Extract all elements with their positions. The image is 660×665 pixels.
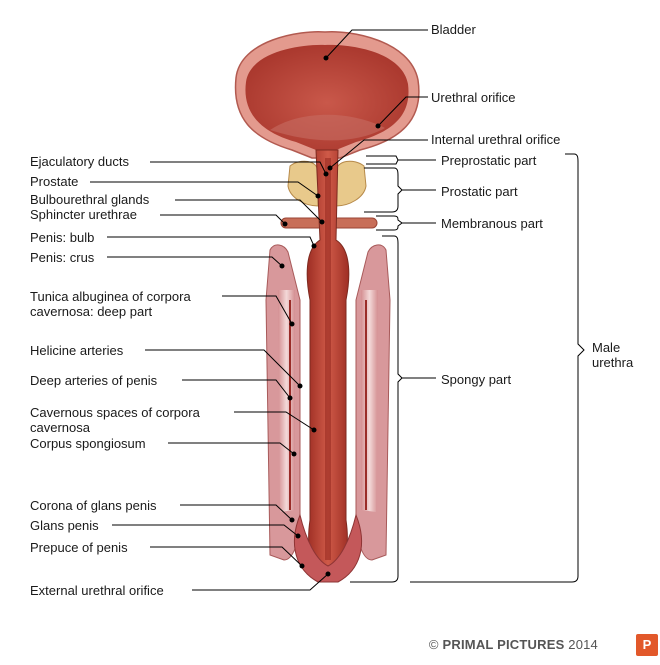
left-corpus-cavernosum [265, 244, 301, 561]
label-external-urethral-orifice: External urethral orifice [30, 583, 164, 598]
bladder-shape [234, 31, 420, 159]
leader-lines [90, 29, 585, 591]
primal-pictures-logo-icon: P [636, 634, 658, 656]
label-glans: Glans penis [30, 518, 99, 533]
label-cavernous-line1: Cavernous spaces of corpora [30, 405, 200, 420]
label-male-urethra-line2: urethra [592, 355, 634, 370]
label-deep-arteries: Deep arteries of penis [30, 373, 158, 388]
label-corpus-spongiosum: Corpus spongiosum [30, 436, 146, 451]
copyright-brand: PRIMAL PICTURES [442, 637, 565, 652]
copyright-symbol: © [428, 637, 439, 652]
copyright-text: © PRIMAL PICTURES 2014 [429, 637, 598, 652]
label-sphincter-urethrae: Sphincter urethrae [30, 207, 137, 222]
label-urethral-orifice: Urethral orifice [431, 90, 516, 105]
label-tunica-line1: Tunica albuginea of corpora [30, 289, 191, 304]
label-male-urethra-line1: Male [592, 340, 621, 355]
label-cavernous-line2: cavernosa [30, 420, 90, 435]
label-penis-bulb: Penis: bulb [30, 230, 95, 245]
label-bladder: Bladder [431, 22, 476, 37]
right-corpus-cavernosum [355, 244, 391, 561]
label-corona: Corona of glans penis [30, 498, 157, 513]
label-prostatic-part: Prostatic part [441, 184, 518, 199]
label-membranous-part: Membranous part [441, 216, 543, 231]
leader-dots [279, 55, 381, 577]
label-tunica-line2: cavernosa: deep part [30, 304, 153, 319]
label-spongy-part: Spongy part [441, 372, 512, 387]
label-penis-crus: Penis: crus [30, 250, 95, 265]
label-bulbourethral-glands: Bulbourethral glands [30, 192, 150, 207]
label-helicine-arteries: Helicine arteries [30, 343, 124, 358]
label-preprostatic-part: Preprostatic part [441, 153, 537, 168]
label-prepuce: Prepuce of penis [30, 540, 128, 555]
label-prostate: Prostate [30, 174, 79, 189]
corpus-spongiosum-shape [306, 149, 350, 579]
label-internal-urethral-orifice: Internal urethral orifice [431, 132, 561, 147]
label-ejaculatory-ducts: Ejaculatory ducts [30, 154, 129, 169]
copyright-year: 2014 [568, 637, 598, 652]
prostate-shape [287, 160, 367, 207]
